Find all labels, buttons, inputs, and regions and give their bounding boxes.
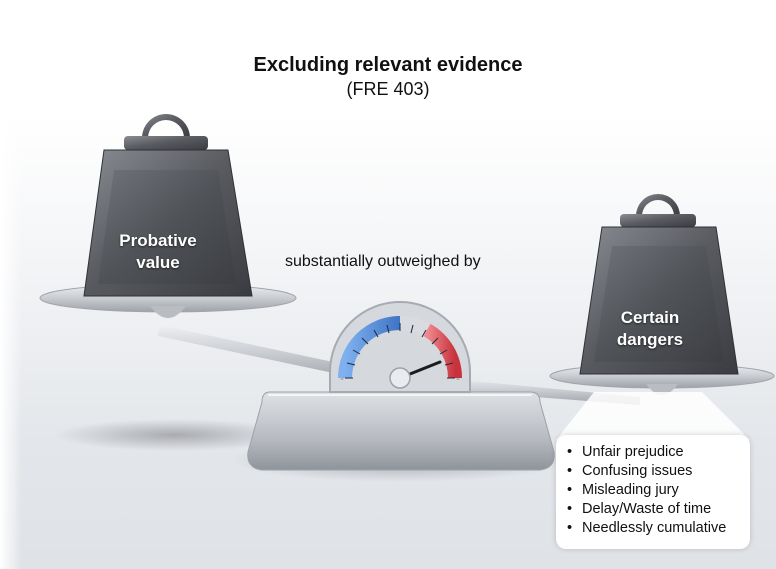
- left-floor-shadow: [55, 419, 295, 451]
- gauge-blue-zone: [338, 316, 401, 379]
- right-weight: [579, 194, 739, 375]
- certain-dangers-label: Certain dangers: [590, 307, 710, 351]
- diagram-subtitle: (FRE 403): [346, 79, 430, 99]
- gauge-housing: [329, 301, 471, 393]
- relation-label: substantially outweighed by: [285, 253, 481, 270]
- danger-item: Misleading jury: [567, 481, 750, 500]
- dangers-list: Unfair prejudice Confusing issues Mislea…: [556, 435, 750, 538]
- probative-line-2: value: [136, 253, 180, 272]
- left-pan-stem: [150, 306, 186, 318]
- left-beam: [158, 325, 380, 382]
- gauge-neutral-zone: [399, 315, 431, 337]
- gauge-red-zone: [423, 323, 463, 379]
- danger-item: Confusing issues: [567, 462, 750, 481]
- right-weight-face: [594, 246, 724, 362]
- dangers-line-2: dangers: [616, 330, 684, 349]
- gauge-ticks: [345, 323, 455, 379]
- danger-item: Delay/Waste of time: [567, 500, 750, 519]
- right-weight-ring: [636, 194, 680, 216]
- right-weight-cap: [620, 214, 696, 227]
- probative-line-1: Probative: [119, 231, 197, 250]
- left-weight: [83, 114, 253, 297]
- dangers-callout-pointer: [556, 392, 750, 440]
- left-weight-face: [98, 170, 236, 284]
- left-weight-ring: [142, 114, 190, 138]
- diagram-title: Excluding relevant evidence: [253, 54, 523, 76]
- probative-value-label: Probative value: [98, 230, 218, 274]
- left-edge-fade: [0, 0, 22, 569]
- left-weight-cap: [124, 136, 208, 150]
- danger-item: Unfair prejudice: [567, 443, 750, 462]
- gauge-pivot: [389, 367, 411, 389]
- right-beam: [418, 376, 640, 405]
- dangers-line-1: Certain: [620, 308, 680, 327]
- scale-base: [247, 391, 555, 471]
- dangers-list-box: Unfair prejudice Confusing issues Mislea…: [556, 435, 750, 549]
- danger-item: Needlessly cumulative: [567, 519, 750, 538]
